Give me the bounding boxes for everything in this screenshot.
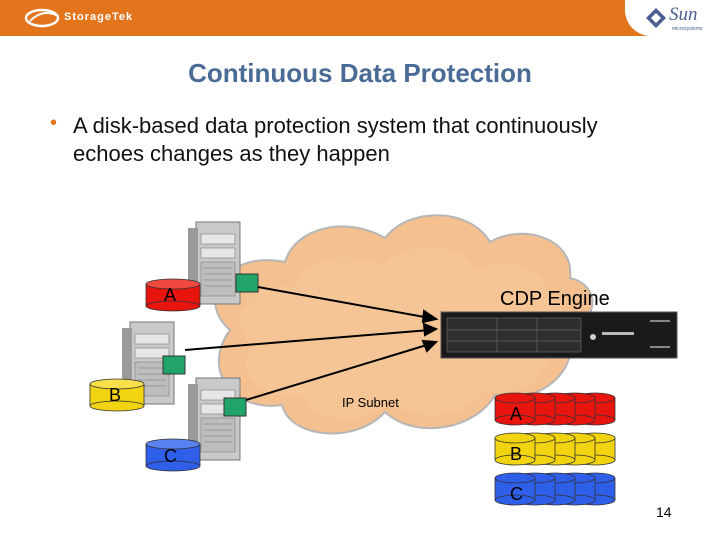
replica-stack-b xyxy=(494,432,616,466)
disk-c-icon xyxy=(145,438,201,472)
replica-disk-icon xyxy=(494,432,536,466)
bullet-marker: • xyxy=(50,112,58,134)
nic-b-icon xyxy=(162,355,186,375)
slide-title: Continuous Data Protection xyxy=(188,58,532,88)
arrow-c-head xyxy=(421,339,439,353)
sun-logo-icon xyxy=(646,8,666,28)
nic-c-icon xyxy=(223,397,247,417)
storagetek-logo-icon xyxy=(24,8,60,28)
arrow-b-head xyxy=(422,322,439,337)
arrow-b xyxy=(184,329,431,351)
disk-c-label: C xyxy=(164,446,177,466)
arrow-a-head xyxy=(421,309,439,324)
storagetek-logo-text: StorageTek xyxy=(64,11,134,23)
replica-disk-icon xyxy=(494,392,536,426)
arrow-a xyxy=(257,286,431,319)
replication-arrows xyxy=(184,286,439,401)
stack-a-label: A xyxy=(510,404,523,424)
replica-disk-icon xyxy=(494,472,536,506)
replica-stack-a xyxy=(494,392,616,426)
disk-b-label: B xyxy=(109,385,122,405)
header-bar xyxy=(0,0,720,36)
disk-a-label: A xyxy=(164,285,177,305)
ip-subnet-label: IP Subnet xyxy=(342,395,399,410)
arrow-c xyxy=(245,343,431,401)
page-number: 14 xyxy=(656,504,672,520)
sun-logo-subtext: microsystems xyxy=(672,26,703,32)
sun-logo-area xyxy=(625,0,720,36)
replica-stack-c xyxy=(494,472,616,506)
disk-a-icon xyxy=(145,278,201,312)
nic-a-icon xyxy=(235,273,259,293)
stack-b-label: B xyxy=(510,444,523,464)
sun-logo-text: Sun xyxy=(669,4,698,25)
cdp-engine-label: CDP Engine xyxy=(500,288,610,310)
bullet-text: A disk-based data protection system that… xyxy=(73,113,598,166)
disk-b-icon xyxy=(89,378,145,412)
stack-c-label: C xyxy=(510,484,523,504)
cdp-engine-appliance xyxy=(440,311,678,359)
